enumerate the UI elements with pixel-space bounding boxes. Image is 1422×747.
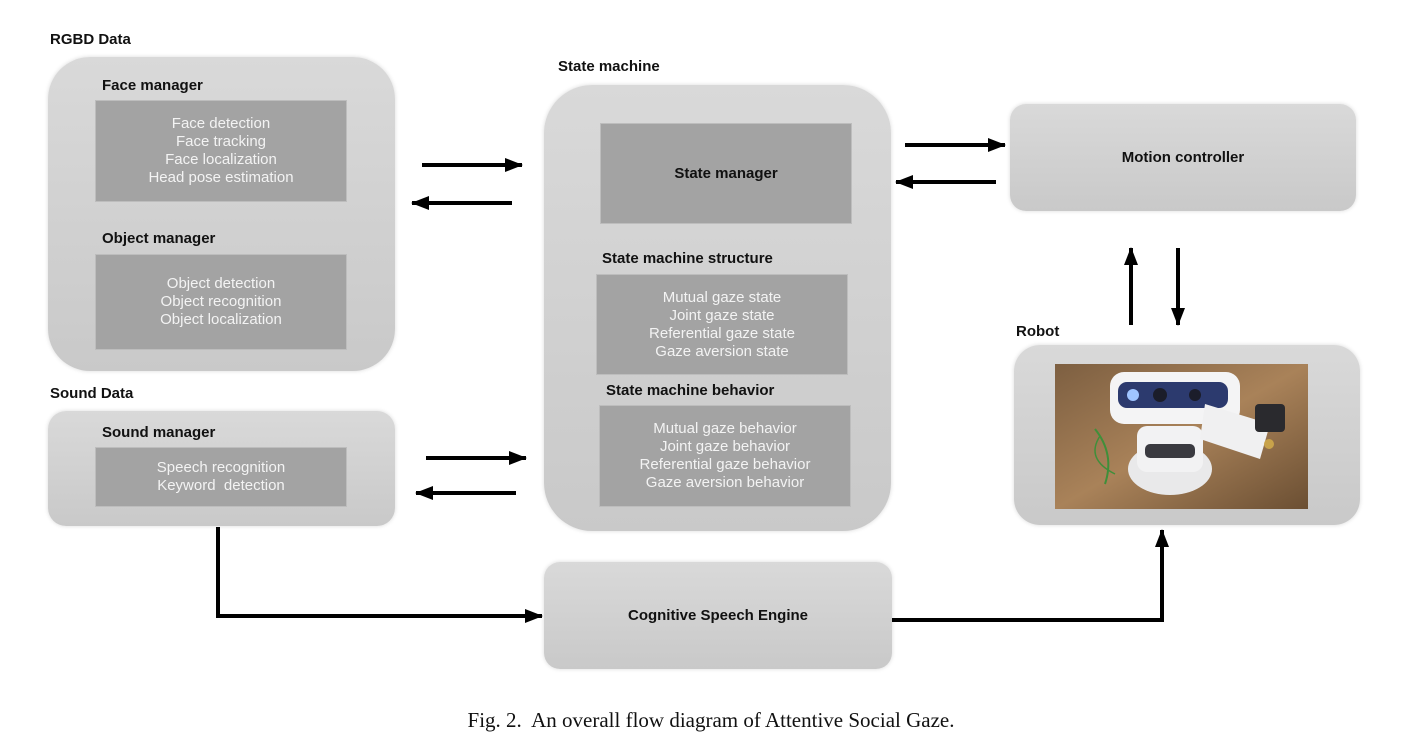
face-manager-title: Face manager [102,77,203,94]
state-machine-label: State machine [558,58,660,75]
face-manager-item: Head pose estimation [148,169,294,186]
robot-label: Robot [1016,323,1060,340]
arrow-sound-to-cognitive [216,527,543,623]
sound-manager-item: Speech recognition [156,459,286,476]
state-machine-behavior-title: State machine behavior [606,382,775,399]
structure-item: Mutual gaze state [662,288,782,306]
state-machine-behavior-box: Mutual gaze behavior Joint gaze behavior… [599,405,851,507]
face-manager-box: Face detection Face tracking Face locali… [95,100,347,202]
sound-manager-box: Speech recognition Keyword detection [95,447,347,507]
behavior-item: Mutual gaze behavior [653,420,797,437]
state-machine-structure-title: State machine structure [602,250,773,267]
state-manager-label: State manager [674,164,778,182]
figure-caption: Fig. 2. An overall flow diagram of Atten… [467,708,955,732]
behavior-item: Gaze aversion behavior [645,474,805,491]
face-manager-item: Face localization [165,151,277,168]
rgbd-data-label: RGBD Data [50,31,131,48]
motion-controller-panel [1010,104,1356,211]
behavior-item: Referential gaze behavior [639,456,811,473]
state-machine-structure-box: Mutual gaze state Joint gaze state Refer… [596,274,848,375]
object-manager-box: Object detection Object recognition Obje… [95,254,347,350]
cognitive-speech-engine-label: Cognitive Speech Engine [627,607,809,624]
sound-data-label: Sound Data [50,385,134,402]
face-manager-item: Face tracking [175,133,267,150]
face-manager-item: Face detection [171,115,271,132]
sound-manager-item: Keyword detection [157,477,285,494]
object-manager-item: Object recognition [160,293,282,310]
robot-photo [1055,364,1308,509]
structure-item: Gaze aversion state [655,342,789,360]
object-manager-title: Object manager [102,230,216,247]
structure-item: Referential gaze state [649,324,795,342]
robot-illustration [1055,364,1308,509]
object-manager-item: Object localization [160,311,282,328]
arrow-cognitive-to-robot [892,529,1169,622]
state-manager-box: State manager [600,123,852,224]
object-manager-item: Object detection [166,275,276,292]
cognitive-speech-engine-panel [544,562,892,669]
sound-manager-title: Sound manager [102,424,216,441]
structure-item: Joint gaze state [669,306,775,324]
motion-controller-label: Motion controller [1121,149,1245,166]
behavior-item: Joint gaze behavior [659,438,791,455]
